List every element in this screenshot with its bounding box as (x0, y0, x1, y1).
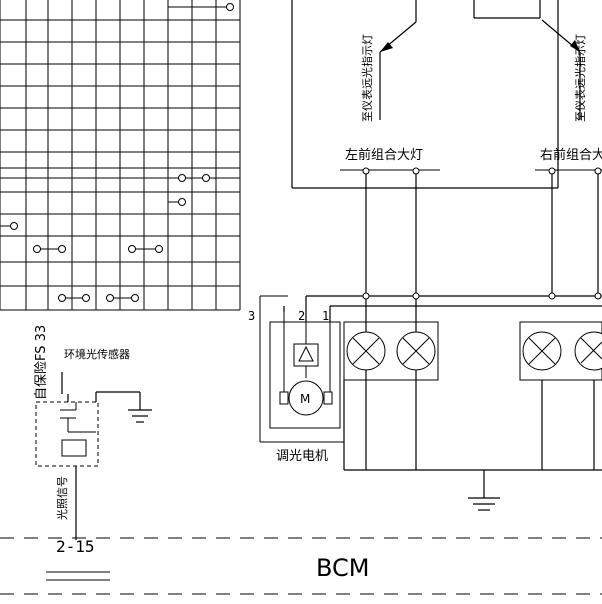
right-headlamp-label: 右前组合大灯 (540, 147, 602, 163)
motor-label: 调光电机 (276, 449, 328, 464)
connector-label: 2-15 (56, 537, 95, 556)
right-indicator-label: 至仪表远光指示灯 (573, 34, 587, 122)
motor-symbol: M (300, 392, 310, 406)
ambient-sensor-label: 环境光传感器 (64, 347, 130, 361)
ambient-sensor (35, 372, 152, 540)
fuse-label: 自保险FS 33 (34, 325, 49, 400)
headlamp-unit (259, 292, 602, 511)
left-headlamp-label: 左前组合大灯 (345, 147, 423, 163)
left-indicator-label: 至仪表远光指示灯 (360, 34, 374, 122)
connector-grid (0, 0, 241, 311)
bcm-label: BCM (316, 554, 370, 582)
pin-2-label: 2 (298, 309, 305, 323)
pin-3-label: 3 (248, 309, 255, 323)
headlamp-wiring (291, 0, 602, 470)
pin-1-label: 1 (322, 309, 329, 323)
signal-label: 光照信号 (55, 476, 69, 520)
